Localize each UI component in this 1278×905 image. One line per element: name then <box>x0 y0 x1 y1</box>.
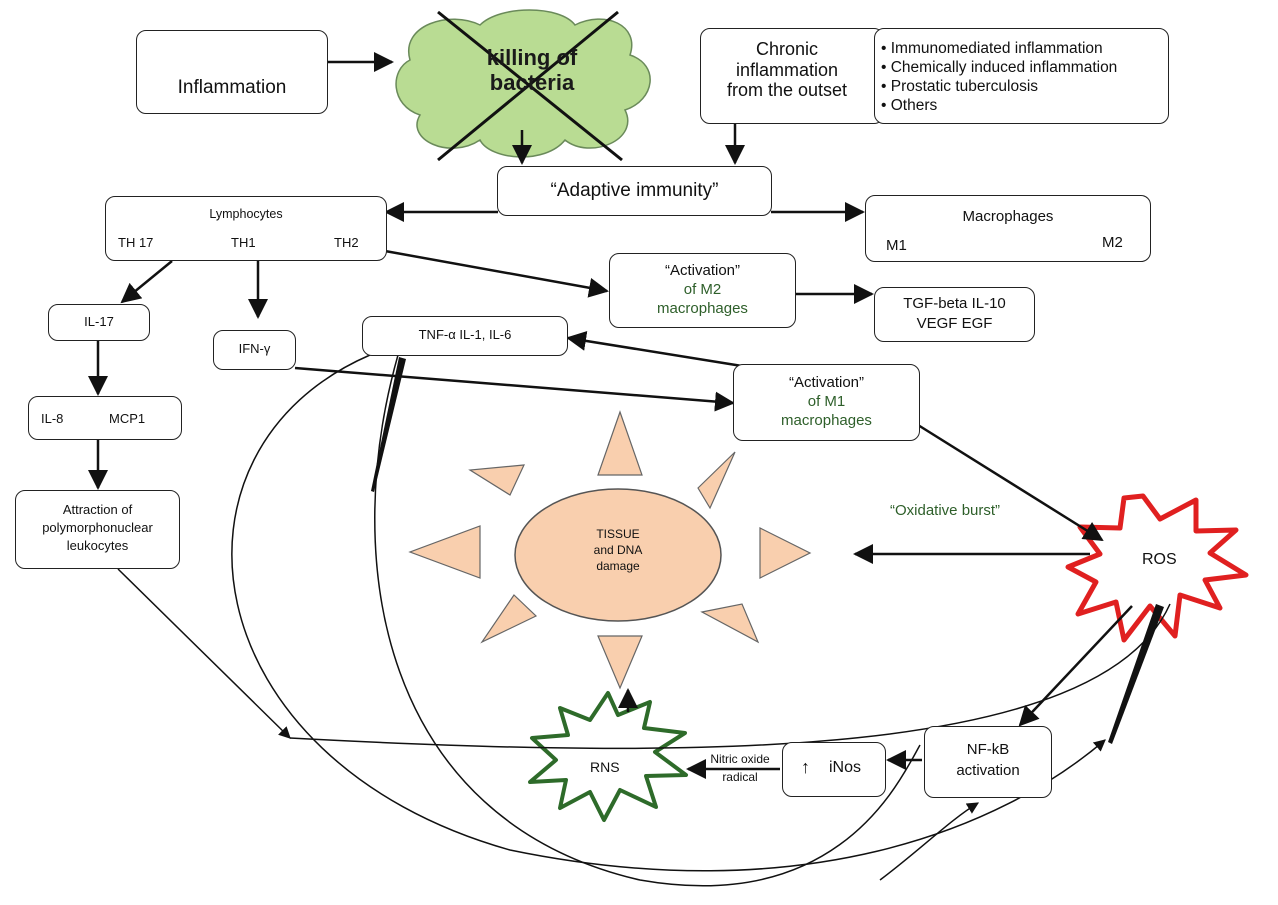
nfkb-line-1: NF-kB <box>966 741 1010 758</box>
tnf-box: TNF-α IL-1, IL-6 <box>362 316 568 356</box>
chronic-line-3: from the outset <box>726 80 848 101</box>
killing-label: killing of bacteria <box>462 45 602 96</box>
up-arrow-icon: ↑ <box>801 757 810 777</box>
cause-item: • Others <box>881 97 938 114</box>
m1-label: M1 <box>886 237 907 254</box>
wedge-ros <box>1108 604 1164 744</box>
tnf-label: TNF-α IL-1, IL-6 <box>418 327 512 342</box>
attraction-line-1: Attraction of <box>62 502 133 517</box>
rns-burst-shape <box>528 691 688 822</box>
il8-label: IL-8 <box>41 411 64 426</box>
ifn-label: IFN-γ <box>238 341 271 356</box>
activation-m2-box: “Activation” of M2 macrophages <box>609 253 796 328</box>
chronic-box: Chronic inflammation from the outset <box>700 28 884 124</box>
connector-arrows <box>88 52 1133 779</box>
th2-label: TH2 <box>334 235 359 250</box>
tgf-line-1: TGF-beta IL-10 <box>903 295 1006 312</box>
il17-label: IL-17 <box>84 314 114 329</box>
attraction-line-3: leukocytes <box>66 538 129 553</box>
mcp1-label: MCP1 <box>109 411 146 426</box>
tissue-damage-label: TISSUE and DNA damage <box>570 526 666 574</box>
causes-box: • Immunomediated inflammation • Chemical… <box>874 28 1169 124</box>
nitric-oxide-label: Nitric oxide radical <box>695 750 785 786</box>
activation-m1-label: “Activation” of M1 macrophages <box>734 373 919 430</box>
nitric-line-2: radical <box>722 770 758 784</box>
inflammation-label: Inflammation <box>177 77 287 98</box>
killing-line-1: killing of <box>486 45 578 70</box>
cause-item: • Immunomediated inflammation <box>881 40 1103 57</box>
inos-box: ↑ iNos <box>782 742 886 797</box>
sun-shape <box>408 410 812 690</box>
chronic-line-2: inflammation <box>735 59 839 80</box>
activation-m1-line-2: of M1 <box>807 393 846 410</box>
chronic-label: Chronic inflammation from the outset <box>701 39 873 101</box>
tissue-line-1: TISSUE <box>596 527 640 541</box>
attraction-label: Attraction of polymorphonuclear leukocyt… <box>16 501 179 555</box>
attraction-line-2: polymorphonuclear <box>42 520 153 535</box>
activation-m1-line-3: macrophages <box>781 412 872 429</box>
nfkb-label: NF-kB activation <box>925 739 1051 781</box>
activation-m2-line-1: “Activation” <box>664 262 741 279</box>
tgf-label: TGF-beta IL-10 VEGF EGF <box>875 294 1034 334</box>
cross-line-b <box>437 10 619 162</box>
activation-m1-line-1: “Activation” <box>788 374 865 391</box>
cause-item: • Prostatic tuberculosis <box>881 78 1039 95</box>
killing-line-2: bacteria <box>489 70 575 96</box>
chronic-line-1: Chronic <box>755 39 819 59</box>
rns-label: RNS <box>590 759 620 775</box>
il17-box: IL-17 <box>48 304 150 341</box>
th1-label: TH1 <box>231 235 256 250</box>
il8-mcp1-box: IL-8 MCP1 <box>28 396 182 440</box>
curved-connectors <box>117 354 1171 887</box>
nfkb-box: NF-kB activation <box>924 726 1052 798</box>
adaptive-immunity-box: “Adaptive immunity” <box>497 166 772 216</box>
adaptive-immunity-label: “Adaptive immunity” <box>550 180 719 201</box>
ifn-box: IFN-γ <box>213 330 296 370</box>
tissue-line-2: and DNA <box>593 543 643 557</box>
m2-label: M2 <box>1102 234 1123 251</box>
causes-list: • Immunomediated inflammation • Chemical… <box>881 39 1117 115</box>
inos-label: iNos <box>829 759 862 776</box>
nitric-line-1: Nitric oxide <box>710 752 770 766</box>
tgf-line-2: VEGF EGF <box>916 315 993 332</box>
inflammation-box: Inflammation <box>136 30 328 114</box>
cloud-shape <box>395 9 651 162</box>
activation-m2-label: “Activation” of M2 macrophages <box>610 261 795 318</box>
ros-label: ROS <box>1142 551 1177 568</box>
macrophages-box: Macrophages M1 M2 <box>865 195 1151 262</box>
activation-m1-box: “Activation” of M1 macrophages <box>733 364 920 441</box>
activation-m2-line-2: of M2 <box>683 281 722 298</box>
tissue-line-3: damage <box>596 559 640 573</box>
activation-m2-line-3: macrophages <box>657 300 748 317</box>
nfkb-line-2: activation <box>956 762 1020 779</box>
tgf-box: TGF-beta IL-10 VEGF EGF <box>874 287 1035 342</box>
cause-item: • Chemically induced inflammation <box>881 59 1118 76</box>
lymphocytes-title: Lymphocytes <box>209 207 283 221</box>
attraction-box: Attraction of polymorphonuclear leukocyt… <box>15 490 180 569</box>
th17-label: TH 17 <box>118 235 154 250</box>
wedge-tnf <box>371 357 406 492</box>
oxidative-burst-label: “Oxidative burst” <box>890 502 1001 519</box>
lymphocytes-box: Lymphocytes TH 17 TH1 TH2 <box>105 196 387 261</box>
macrophages-title: Macrophages <box>962 208 1054 225</box>
